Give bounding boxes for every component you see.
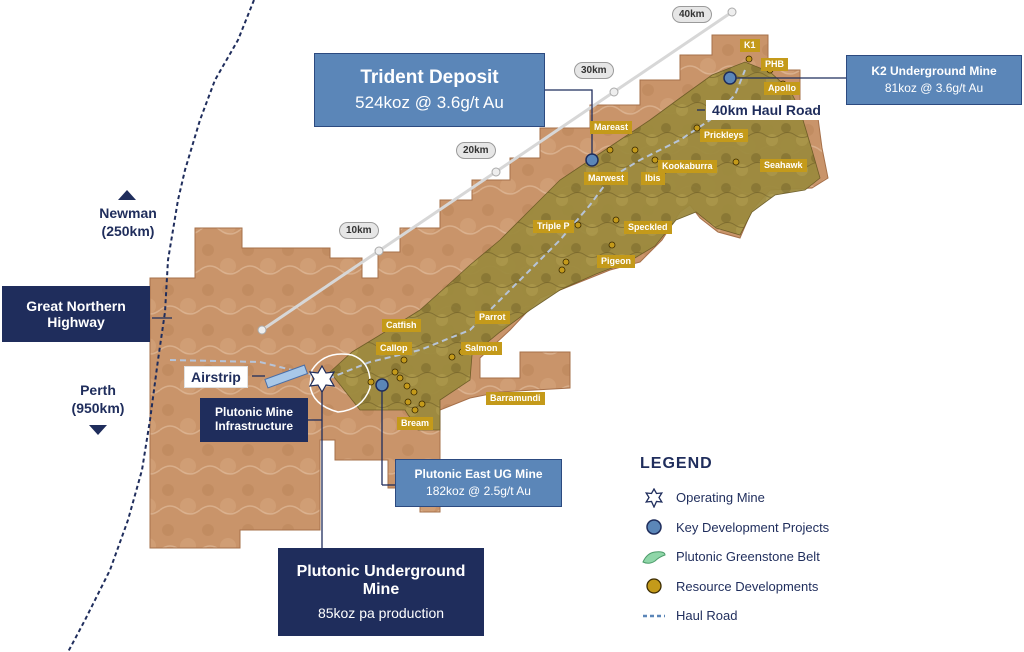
plutonic-east-key-dot[interactable] <box>375 378 389 392</box>
haul-road-dashes-icon <box>640 611 668 621</box>
leader-lines <box>152 77 846 548</box>
airstrip-label: Airstrip <box>184 366 248 388</box>
north-arrow-icon <box>118 190 136 200</box>
great-northern-highway <box>67 0 255 652</box>
deposit-label-callop[interactable]: Callop <box>376 342 412 355</box>
deposit-label-seahawk[interactable]: Seahawk <box>760 159 807 172</box>
k2-detail: 81koz @ 3.6g/t Au <box>884 80 984 95</box>
legend-item-key-development: Key Development Projects <box>640 513 900 543</box>
km-marker-10: 10km <box>339 222 379 239</box>
legend: LEGEND Operating Mine Key Development Pr… <box>640 455 900 631</box>
greenstone-belt-shape-icon <box>640 547 668 567</box>
legend-title: LEGEND <box>640 455 713 472</box>
trident-detail: 524koz @ 3.6g/t Au <box>355 93 504 113</box>
km-marker-30: 30km <box>574 62 614 79</box>
north-label: Newman <box>99 205 157 221</box>
resource-development-dot-icon <box>640 576 668 596</box>
k2-key-dot[interactable] <box>723 71 737 85</box>
operating-mine-star-icon <box>640 487 668 508</box>
legend-item-haul-road: Haul Road <box>640 601 900 631</box>
north-direction: Newman (250km) <box>88 205 168 240</box>
plutonic-greenstone-outline <box>309 353 371 413</box>
distance-node-30km <box>609 87 619 97</box>
airstrip-shape <box>264 364 309 389</box>
north-distance: (250km) <box>101 222 155 239</box>
plutonic-ug-callout[interactable]: Plutonic Underground Mine 85koz pa produ… <box>278 548 484 636</box>
south-arrow-icon <box>89 425 107 435</box>
south-label: Perth <box>80 382 116 398</box>
deposit-label-bream[interactable]: Bream <box>397 417 434 430</box>
legend-item-operating-mine: Operating Mine <box>640 483 900 513</box>
plutonic-infra-title: Plutonic Mine Infrastructure <box>214 405 294 433</box>
deposit-label-apollo[interactable]: Apollo <box>764 82 800 95</box>
deposit-label-barramundi[interactable]: Barramundi <box>486 392 545 405</box>
deposit-label-salmon[interactable]: Salmon <box>461 342 502 355</box>
legend-item-resource: Resource Developments <box>640 572 900 602</box>
deposit-label-speckled[interactable]: Speckled <box>624 221 672 234</box>
south-direction: Perth (950km) <box>58 382 138 417</box>
highway-label: Great Northern Highway <box>26 297 126 330</box>
deposit-label-triple-p[interactable]: Triple P <box>533 220 574 233</box>
trident-title: Trident Deposit <box>360 67 499 89</box>
km-marker-40: 40km <box>672 6 712 23</box>
deposit-label-phb[interactable]: PHB <box>761 58 789 71</box>
deposit-label-mareast[interactable]: Mareast <box>590 121 633 134</box>
plutonic-ug-title: Plutonic Underground Mine <box>296 563 466 599</box>
deposit-label-ibis[interactable]: Ibis <box>641 172 665 185</box>
distance-node-40km <box>727 7 737 17</box>
plutonic-ug-detail: 85koz pa production <box>317 604 445 621</box>
legend-label: Haul Road <box>676 608 738 624</box>
distance-node-10km <box>374 246 384 256</box>
legend-label: Plutonic Greenstone Belt <box>676 549 820 565</box>
k2-callout[interactable]: K2 Underground Mine 81koz @ 3.6g/t Au <box>846 55 1022 105</box>
key-development-dot-icon <box>640 517 668 537</box>
plutonic-east-callout[interactable]: Plutonic East UG Mine 182koz @ 2.5g/t Au <box>395 459 562 507</box>
haul-road-label: 40km Haul Road <box>706 100 827 120</box>
deposit-label-kookaburra[interactable]: Kookaburra <box>658 160 717 173</box>
distance-node-20km <box>491 167 501 177</box>
deposit-label-marwest[interactable]: Marwest <box>584 172 629 185</box>
south-distance: (950km) <box>71 399 125 416</box>
operating-mine-star-icon[interactable] <box>308 364 336 394</box>
distance-node-start <box>257 325 267 335</box>
k2-title: K2 Underground Mine <box>871 63 997 78</box>
deposit-label-catfish[interactable]: Catfish <box>382 319 421 332</box>
legend-label: Key Development Projects <box>676 519 830 535</box>
plutonic-infra-callout[interactable]: Plutonic Mine Infrastructure <box>200 398 308 442</box>
legend-label: Resource Developments <box>676 578 819 594</box>
plutonic-east-detail: 182koz @ 2.5g/t Au <box>426 483 531 498</box>
deposit-label-prickleys[interactable]: Prickleys <box>700 129 748 142</box>
deposit-label-parrot[interactable]: Parrot <box>475 311 510 324</box>
plutonic-east-title: Plutonic East UG Mine <box>414 466 543 481</box>
trident-key-dot[interactable] <box>585 153 599 167</box>
deposit-label-pigeon[interactable]: Pigeon <box>597 255 636 268</box>
legend-item-greenstone: Plutonic Greenstone Belt <box>640 542 900 572</box>
km-marker-20: 20km <box>456 142 496 159</box>
trident-callout[interactable]: Trident Deposit 524koz @ 3.6g/t Au <box>314 53 545 127</box>
highway-label-box[interactable]: Great Northern Highway <box>2 286 150 342</box>
deposit-label-k1[interactable]: K1 <box>740 39 760 52</box>
legend-label: Operating Mine <box>676 490 765 506</box>
